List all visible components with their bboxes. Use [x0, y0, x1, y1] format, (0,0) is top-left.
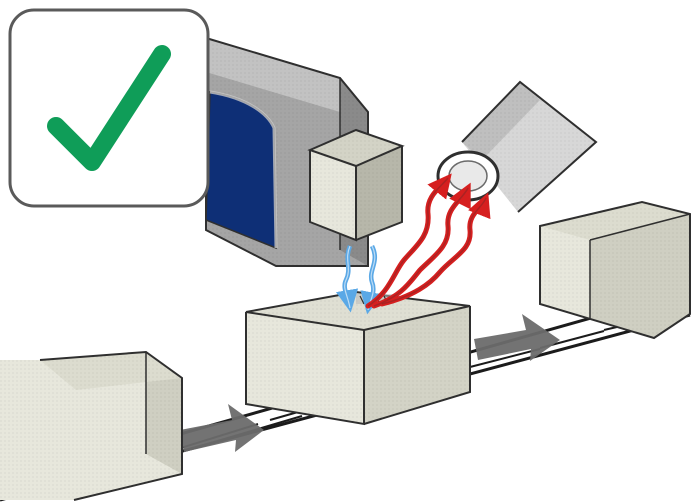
- conveyor-arrow-icon: [474, 314, 560, 361]
- status-card: [8, 8, 210, 208]
- box-right: [539, 200, 691, 340]
- fume-extraction-tube-icon: [436, 80, 598, 213]
- laser-nozzle-icon: [307, 128, 405, 242]
- conveyor-arrow-icon: [180, 404, 264, 452]
- checkmark-icon: [47, 45, 171, 171]
- fume-arrows: [365, 173, 491, 309]
- box-left: [0, 350, 183, 501]
- fume-arrow: [371, 182, 471, 309]
- fume-arrow: [379, 192, 491, 307]
- fume-arrow: [365, 173, 452, 309]
- box-workpiece: [245, 290, 471, 426]
